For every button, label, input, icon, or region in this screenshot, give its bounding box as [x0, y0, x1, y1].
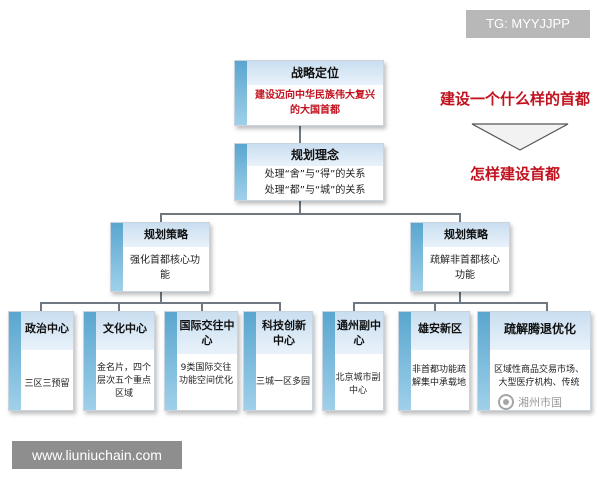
connector	[353, 302, 547, 304]
node-band	[235, 61, 247, 125]
leaf-node-tech-center: 科技创新中心 三城一区多园	[243, 311, 313, 411]
node-band	[244, 312, 256, 410]
node-header: 国际交往中心	[177, 312, 237, 354]
node-title: 政治中心	[25, 322, 69, 335]
node-header: 科技创新中心	[256, 312, 312, 354]
connector	[160, 213, 460, 215]
leaf-node-relief-optimization: 疏解腾退优化 区域性商品交易市场、大型医疗机构、传统	[477, 311, 591, 411]
node-header: 规划理念	[247, 144, 383, 166]
leaf-node-cultural-center: 文化中心 金名片，四个层次五个重点区域	[83, 311, 155, 411]
node-desc: 非首都功能疏解集中承载地	[411, 365, 466, 388]
connector	[546, 302, 548, 312]
connector	[279, 302, 281, 312]
connector	[299, 200, 301, 214]
node-line: 处理“舍”与“得”的关系	[264, 169, 366, 180]
leaf-node-international-center: 国际交往中心 9类国际交往功能空间优化	[164, 311, 238, 411]
connector	[118, 302, 120, 312]
connector	[40, 302, 280, 304]
node-header: 规划策略	[423, 223, 509, 247]
planning-concept-node: 规划理念 处理“舍”与“得”的关系 处理“都”与“城”的关系	[234, 143, 384, 201]
node-band	[478, 312, 490, 410]
logo-watermark: 湘州市国	[497, 393, 562, 411]
node-band	[399, 312, 411, 410]
connector	[459, 213, 461, 223]
node-header: 雄安新区	[411, 312, 469, 350]
node-title: 国际交往中心	[179, 319, 235, 347]
connector	[40, 302, 42, 312]
node-title: 通州副中心	[337, 319, 381, 347]
node-desc: 金名片，四个层次五个重点区域	[96, 363, 151, 399]
node-desc: 三城一区多园	[256, 377, 311, 387]
node-band	[111, 223, 123, 291]
leaf-node-xiongan: 雄安新区 非首都功能疏解集中承载地	[398, 311, 470, 411]
how-to-build-note: 怎样建设首都	[470, 165, 561, 183]
node-subtitle: 建设迈向中华民族伟大复兴的大国首都	[255, 90, 375, 116]
node-band	[165, 312, 177, 410]
leaf-node-political-center: 政治中心 三区三预留	[8, 311, 74, 411]
node-desc: 强化首都核心功能	[130, 255, 200, 281]
node-band	[323, 312, 335, 410]
telegram-watermark: TG: MYYJJPP	[466, 10, 590, 38]
leaf-node-tongzhou: 通州副中心 北京城市副中心	[322, 311, 384, 411]
node-band	[235, 144, 247, 200]
node-band	[411, 223, 423, 291]
node-header: 通州副中心	[335, 312, 383, 354]
node-title: 雄安新区	[418, 322, 462, 335]
connector	[160, 213, 162, 223]
node-header: 规划策略	[123, 223, 209, 247]
strategy-left-node: 规划策略 强化首都核心功能	[110, 222, 210, 292]
node-header: 战略定位	[247, 61, 383, 85]
strategic-positioning-node: 战略定位 建设迈向中华民族伟大复兴的大国首都	[234, 60, 384, 126]
what-kind-capital-note: 建设一个什么样的首都	[440, 90, 591, 108]
node-band	[9, 312, 21, 410]
node-title: 规划策略	[144, 228, 188, 241]
node-header: 疏解腾退优化	[490, 312, 590, 350]
node-band	[84, 312, 96, 410]
node-title: 规划理念	[290, 148, 339, 162]
node-desc: 区域性商品交易市场、大型医疗机构、传统	[493, 365, 584, 388]
node-title: 科技创新中心	[262, 319, 306, 347]
connector	[459, 291, 461, 303]
node-desc: 9类国际交往功能空间优化	[178, 363, 233, 386]
node-desc: 三区三预留	[24, 379, 70, 389]
connector	[299, 125, 301, 144]
swirl-logo-icon	[498, 394, 514, 410]
node-header: 政治中心	[21, 312, 73, 350]
logo-watermark-text: 湘州市国	[518, 396, 562, 409]
node-title: 规划策略	[444, 228, 488, 241]
node-line: 处理“都”与“城”的关系	[264, 185, 366, 196]
connector	[353, 302, 355, 312]
down-arrow-icon	[471, 123, 569, 151]
connector	[434, 302, 436, 312]
node-header: 文化中心	[96, 312, 154, 350]
node-title: 文化中心	[103, 322, 147, 335]
connector	[160, 291, 162, 303]
node-desc: 疏解非首都核心功能	[430, 255, 500, 281]
node-title: 疏解腾退优化	[503, 322, 576, 336]
strategy-right-node: 规划策略 疏解非首都核心功能	[410, 222, 510, 292]
connector	[201, 302, 203, 312]
node-desc: 北京城市副中心	[335, 373, 381, 396]
node-title: 战略定位	[290, 66, 339, 80]
website-watermark: www.liuniuchain.com	[12, 441, 182, 469]
